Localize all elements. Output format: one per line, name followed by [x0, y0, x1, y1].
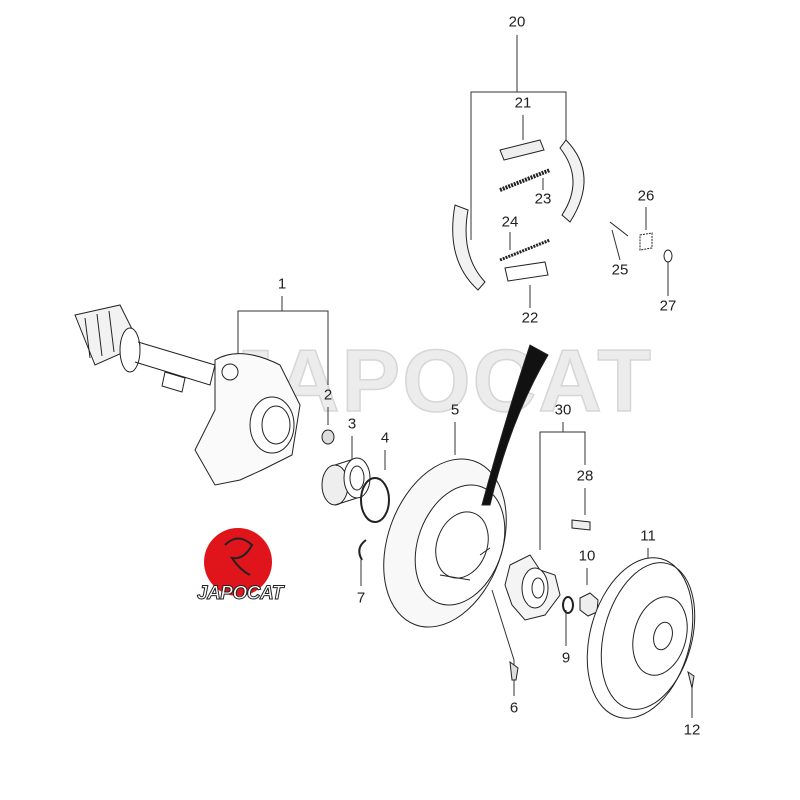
callout-7: 7: [356, 589, 366, 607]
snap-ring: [360, 477, 390, 523]
callout-3: 3: [347, 415, 357, 433]
japocat-logo: [204, 528, 272, 596]
callout-28: 28: [576, 467, 594, 485]
clip: [358, 539, 367, 561]
nut: [321, 429, 335, 445]
brake-shoes: [452, 139, 585, 291]
brake-disc: [586, 557, 696, 719]
callout-24: 24: [501, 213, 519, 231]
wheel-hub: [504, 554, 561, 621]
callout-21: 21: [514, 94, 532, 112]
callout-25: 25: [611, 261, 629, 279]
pointer-arrow: [481, 344, 549, 506]
backing-plate: [383, 458, 507, 628]
callout-9: 9: [561, 649, 571, 667]
callout-30: 30: [554, 401, 572, 419]
callout-2: 2: [323, 386, 333, 404]
disc-screw: [687, 670, 695, 689]
stud: [571, 519, 591, 531]
callout-6: 6: [509, 699, 519, 717]
adjuster: [499, 139, 545, 161]
hold-down: [504, 261, 549, 282]
callout-27: 27: [659, 297, 677, 315]
springs: [499, 168, 653, 262]
callout-4: 4: [380, 429, 390, 447]
callout-26: 26: [637, 187, 655, 205]
callout-1: 1: [277, 275, 287, 293]
callout-20: 20: [508, 13, 526, 31]
callout-5: 5: [450, 401, 460, 419]
callout-10: 10: [578, 547, 596, 565]
washer: [562, 596, 574, 614]
drive-shaft: [74, 304, 216, 393]
wheel-bearing: [321, 457, 371, 506]
callout-11: 11: [640, 527, 656, 545]
pin: [609, 221, 629, 237]
logo-text: JAPOCAT: [197, 583, 284, 605]
retainer-cup: [663, 249, 673, 263]
screw: [509, 660, 519, 681]
callout-12: 12: [683, 721, 701, 739]
callout-23: 23: [534, 190, 552, 208]
steering-knuckle: [194, 353, 301, 486]
callout-22: 22: [521, 309, 539, 327]
